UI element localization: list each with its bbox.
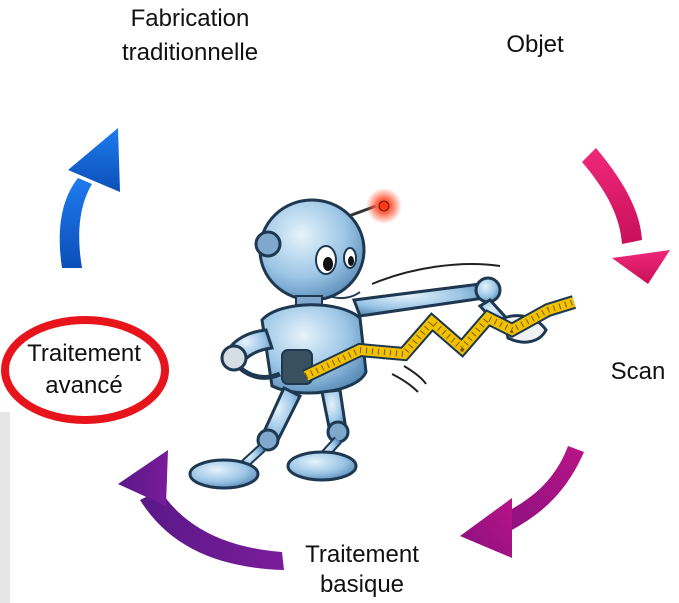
label-basique-line2: basique — [319, 571, 405, 598]
left-edge-panel — [0, 412, 10, 603]
label-fabrication-traditionnelle: Fabrication traditionnelle — [80, 2, 300, 70]
label-basique-line1: Traitement — [305, 541, 419, 568]
label-traitement-avance: Traitement avancé — [0, 338, 168, 402]
label-fabrication-line2: traditionnelle — [121, 39, 259, 66]
label-avance-line2: avancé — [45, 372, 123, 399]
blue-cycle-arrow-icon — [59, 128, 120, 268]
label-fabrication-line1: Fabrication — [130, 5, 250, 32]
robot-illustration-icon — [188, 188, 548, 490]
tape-measure-icon — [302, 295, 577, 383]
magenta-cycle-arrow-icon — [460, 446, 584, 558]
label-traitement-basique: Traitement basique — [262, 540, 462, 600]
label-scan: Scan — [610, 358, 666, 385]
purple-cycle-arrow-icon — [118, 450, 284, 570]
highlight-ring-icon — [1, 316, 169, 424]
pink-cycle-arrow-icon — [582, 148, 670, 284]
label-avance-line1: Traitement — [27, 340, 141, 367]
label-objet: Objet — [506, 31, 564, 58]
